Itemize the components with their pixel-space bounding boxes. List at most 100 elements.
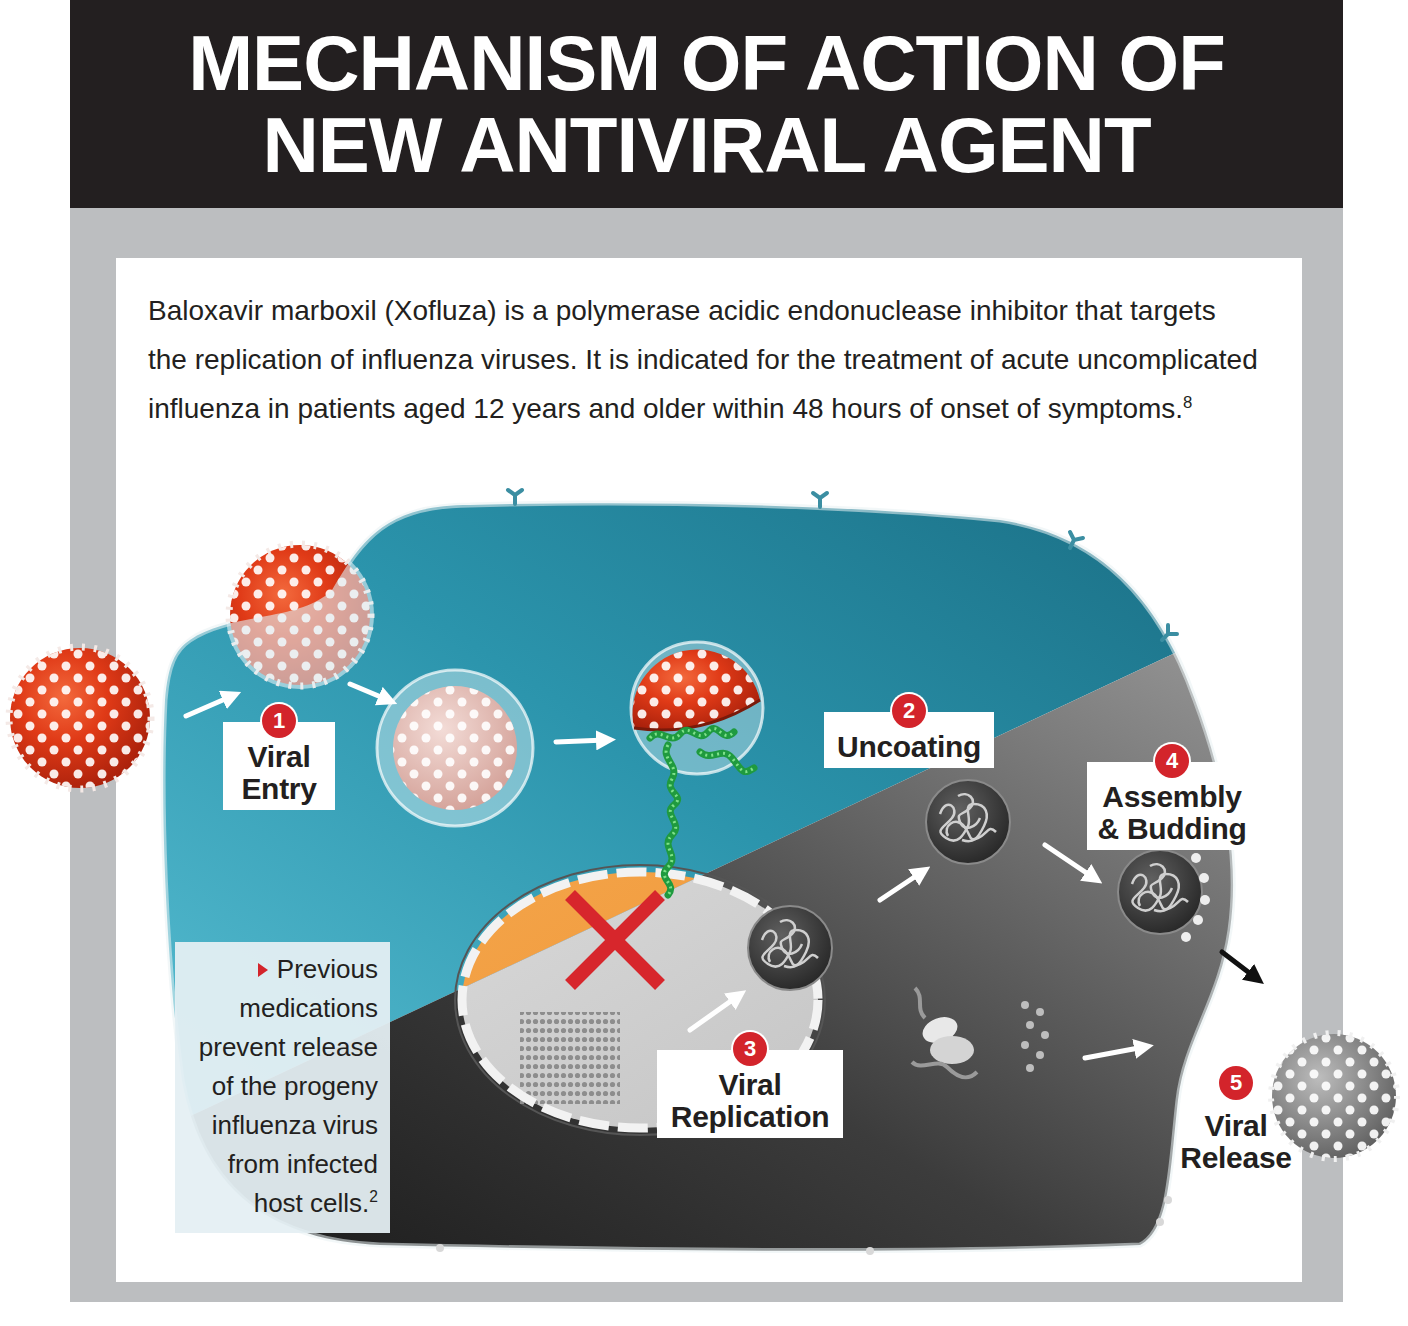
virus-outside-part xyxy=(9,647,151,789)
budding-virus-part xyxy=(1181,853,1210,942)
callout-number: 5 xyxy=(1219,1066,1253,1100)
callout-number: 4 xyxy=(1155,744,1189,778)
uncoating-virus xyxy=(631,642,763,774)
callout-number: 2 xyxy=(892,694,926,728)
flow-arrows-part xyxy=(1085,1047,1144,1058)
ribosome-part xyxy=(912,1062,977,1077)
budding-virus-part-part xyxy=(1193,915,1203,925)
virus-outside xyxy=(9,647,151,789)
endosome-part xyxy=(393,686,517,810)
note-box: Previous medications prevent release of … xyxy=(175,942,390,1233)
membrane-bumps-part xyxy=(866,1247,874,1255)
ribosome-part xyxy=(915,988,925,1018)
budding-virus-part-part xyxy=(1191,853,1201,863)
intro-paragraph: Baloxavir marboxil (Xofluza) is a polyme… xyxy=(148,286,1258,433)
virus-outside-part xyxy=(10,648,150,788)
protein-dots-part xyxy=(1036,1008,1044,1016)
membrane-bumps xyxy=(436,1196,1172,1255)
callout-number: 1 xyxy=(262,704,296,738)
footnote-ref: 2 xyxy=(369,1188,378,1205)
uncoating-virus-part xyxy=(650,729,734,738)
uncoating-virus-part xyxy=(700,752,754,772)
diagram-title: MECHANISM OF ACTION OF NEW ANTIVIRAL AGE… xyxy=(132,0,1282,186)
budding-virus-part-part xyxy=(1200,895,1210,905)
note-text: Previous medications prevent release of … xyxy=(199,954,378,1218)
flow-arrows-part xyxy=(186,696,232,716)
frame xyxy=(70,208,1343,1302)
protein-dots-part xyxy=(1026,1064,1034,1072)
released-virus xyxy=(1271,1033,1397,1159)
membrane-bumps-part xyxy=(1164,1196,1172,1204)
membrane-bumps-part xyxy=(436,1244,444,1252)
nucleus-part xyxy=(100,400,1260,1300)
uncoating-virus-part xyxy=(700,752,754,772)
uncoating-virus-part xyxy=(631,642,763,774)
step-box: 3Viral Replication xyxy=(657,1050,843,1138)
ribonucleoprotein xyxy=(926,780,1010,864)
step-box: 2Uncoating xyxy=(824,712,994,768)
step-box: 1Viral Entry xyxy=(223,722,335,810)
receptors-part xyxy=(508,490,522,504)
virus-entering-part xyxy=(226,541,374,689)
protein-dots-part xyxy=(1021,1041,1029,1049)
budding-virus xyxy=(1118,850,1210,942)
uncoating-virus-part xyxy=(650,729,734,738)
flow-arrows-part xyxy=(1222,952,1256,978)
ribosome xyxy=(912,988,977,1077)
flow-arrows-part xyxy=(690,996,738,1030)
nucleus-part-part xyxy=(100,613,1260,1300)
released-virus-part xyxy=(1272,1034,1396,1158)
virus-outside-part xyxy=(10,648,150,788)
nucleus-part xyxy=(748,906,832,990)
nucleus-part xyxy=(570,895,660,985)
viral-rna xyxy=(664,745,677,895)
text-panel: Baloxavir marboxil (Xofluza) is a polyme… xyxy=(116,258,1302,1282)
flow-arrows-part xyxy=(556,740,606,742)
bullet-triangle xyxy=(258,963,268,977)
step-box: 4Assembly & Budding xyxy=(1087,762,1257,850)
cell-part xyxy=(100,400,1260,1300)
virus-entering xyxy=(226,541,374,689)
budding-virus-part xyxy=(1118,850,1202,934)
flow-arrows-part xyxy=(880,872,922,900)
nucleus xyxy=(100,400,1260,1300)
note-paragraph: Previous medications prevent release of … xyxy=(183,950,378,1223)
step-label: Viral Entry xyxy=(229,741,329,805)
virus-entering-part-part xyxy=(226,541,374,689)
viral-rna-part xyxy=(664,745,677,895)
callout-number: 3 xyxy=(733,1032,767,1066)
protein-dots xyxy=(1021,1001,1049,1072)
endosome-part xyxy=(377,670,533,826)
endosome xyxy=(377,670,533,826)
uncoating-virus-part xyxy=(632,649,760,730)
title-bar: MECHANISM OF ACTION OF NEW ANTIVIRAL AGE… xyxy=(70,0,1343,208)
budding-virus-part-part xyxy=(1199,873,1209,883)
footnote-ref: 8 xyxy=(1183,393,1192,412)
uncoating-virus-part xyxy=(634,700,760,730)
released-virus-part xyxy=(1271,1033,1397,1159)
receptors xyxy=(508,490,1239,804)
released-virus-part xyxy=(1272,1034,1396,1158)
uncoating-virus-part xyxy=(632,649,760,730)
step-label: Uncoating xyxy=(830,731,988,763)
membrane-bumps-part xyxy=(1156,1218,1164,1226)
protein-dots-part xyxy=(1036,1051,1044,1059)
ribosome-part xyxy=(930,1036,974,1064)
flow-arrows-part xyxy=(350,684,388,700)
endosome-part xyxy=(393,686,517,810)
ribonucleoprotein-part xyxy=(926,780,1010,864)
step-label-group: 5Viral Release xyxy=(1174,1066,1298,1174)
protein-dots-part xyxy=(1021,1001,1029,1009)
viral-rna-part xyxy=(664,745,677,895)
receptors-part xyxy=(813,493,827,507)
step-label: Viral Replication xyxy=(663,1069,837,1133)
cell-part-part xyxy=(100,613,1260,1300)
cell-part xyxy=(163,503,1233,1251)
step-label: Assembly & Budding xyxy=(1093,781,1251,845)
protein-dots-part xyxy=(1041,1031,1049,1039)
nucleus-part xyxy=(570,895,660,985)
intro-text: Baloxavir marboxil (Xofluza) is a polyme… xyxy=(148,295,1258,424)
budding-virus-part-part xyxy=(1181,932,1191,942)
receptors-part xyxy=(1162,625,1177,640)
